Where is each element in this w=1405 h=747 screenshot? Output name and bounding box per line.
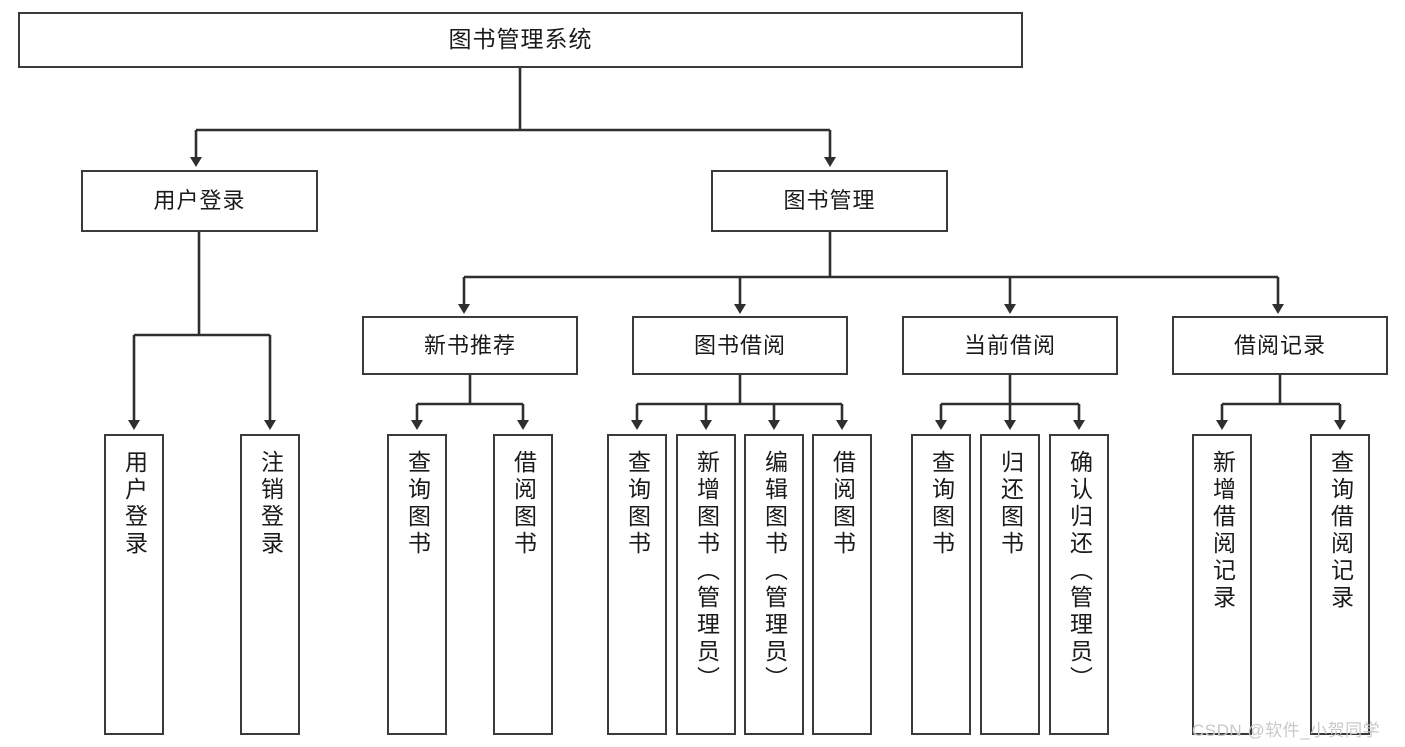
node-leaf-user-login[interactable]: 用户登录	[104, 434, 164, 735]
node-label: 图书借阅	[693, 332, 786, 358]
node-leaf-borrow-book-1[interactable]: 借阅图书	[493, 434, 553, 735]
node-leaf-add-borrow-record[interactable]: 新增借阅记录	[1192, 434, 1252, 735]
node-user-login[interactable]: 用户登录	[81, 170, 318, 232]
node-label: 图书管理系统	[448, 26, 593, 53]
node-leaf-confirm-return-admin[interactable]: 确认归还（管理员）	[1049, 434, 1109, 735]
node-label: 图书管理	[783, 188, 876, 214]
node-borrow-record[interactable]: 借阅记录	[1172, 316, 1388, 375]
node-book-borrow[interactable]: 图书借阅	[632, 316, 848, 375]
node-leaf-query-book-2[interactable]: 查询图书	[607, 434, 667, 735]
node-label: 查询图书	[404, 450, 431, 558]
node-label: 查询图书	[624, 450, 651, 558]
node-book-management-system[interactable]: 图书管理系统	[18, 12, 1023, 68]
node-leaf-edit-book-admin[interactable]: 编辑图书（管理员）	[744, 434, 804, 735]
node-label: 归还图书	[997, 450, 1024, 558]
node-label: 查询借阅记录	[1327, 450, 1354, 612]
node-label: 借阅记录	[1233, 332, 1326, 358]
node-label: 查询图书	[928, 450, 955, 558]
node-leaf-add-book-admin[interactable]: 新增图书（管理员）	[676, 434, 736, 735]
node-leaf-query-book-1[interactable]: 查询图书	[387, 434, 447, 735]
node-label: 注销登录	[257, 450, 284, 558]
node-leaf-return-book[interactable]: 归还图书	[980, 434, 1040, 735]
node-label: 确认归还（管理员）	[1066, 450, 1093, 693]
node-leaf-logout-login[interactable]: 注销登录	[240, 434, 300, 735]
node-label: 新书推荐	[423, 332, 516, 358]
node-label: 用户登录	[153, 188, 246, 214]
node-current-borrow[interactable]: 当前借阅	[902, 316, 1118, 375]
node-label: 借阅图书	[829, 450, 856, 558]
node-label: 新增图书（管理员）	[693, 450, 720, 693]
node-label: 编辑图书（管理员）	[761, 450, 788, 693]
node-label: 用户登录	[121, 450, 148, 558]
node-label: 当前借阅	[963, 332, 1056, 358]
node-leaf-borrow-book-2[interactable]: 借阅图书	[812, 434, 872, 735]
node-book-management[interactable]: 图书管理	[711, 170, 948, 232]
node-leaf-query-book-3[interactable]: 查询图书	[911, 434, 971, 735]
node-leaf-query-borrow-record[interactable]: 查询借阅记录	[1310, 434, 1370, 735]
node-label: 新增借阅记录	[1209, 450, 1236, 612]
node-new-book-recommend[interactable]: 新书推荐	[362, 316, 578, 375]
csdn-watermark: CSDN @软件_小贺同学	[1192, 721, 1381, 740]
node-label: 借阅图书	[510, 450, 537, 558]
